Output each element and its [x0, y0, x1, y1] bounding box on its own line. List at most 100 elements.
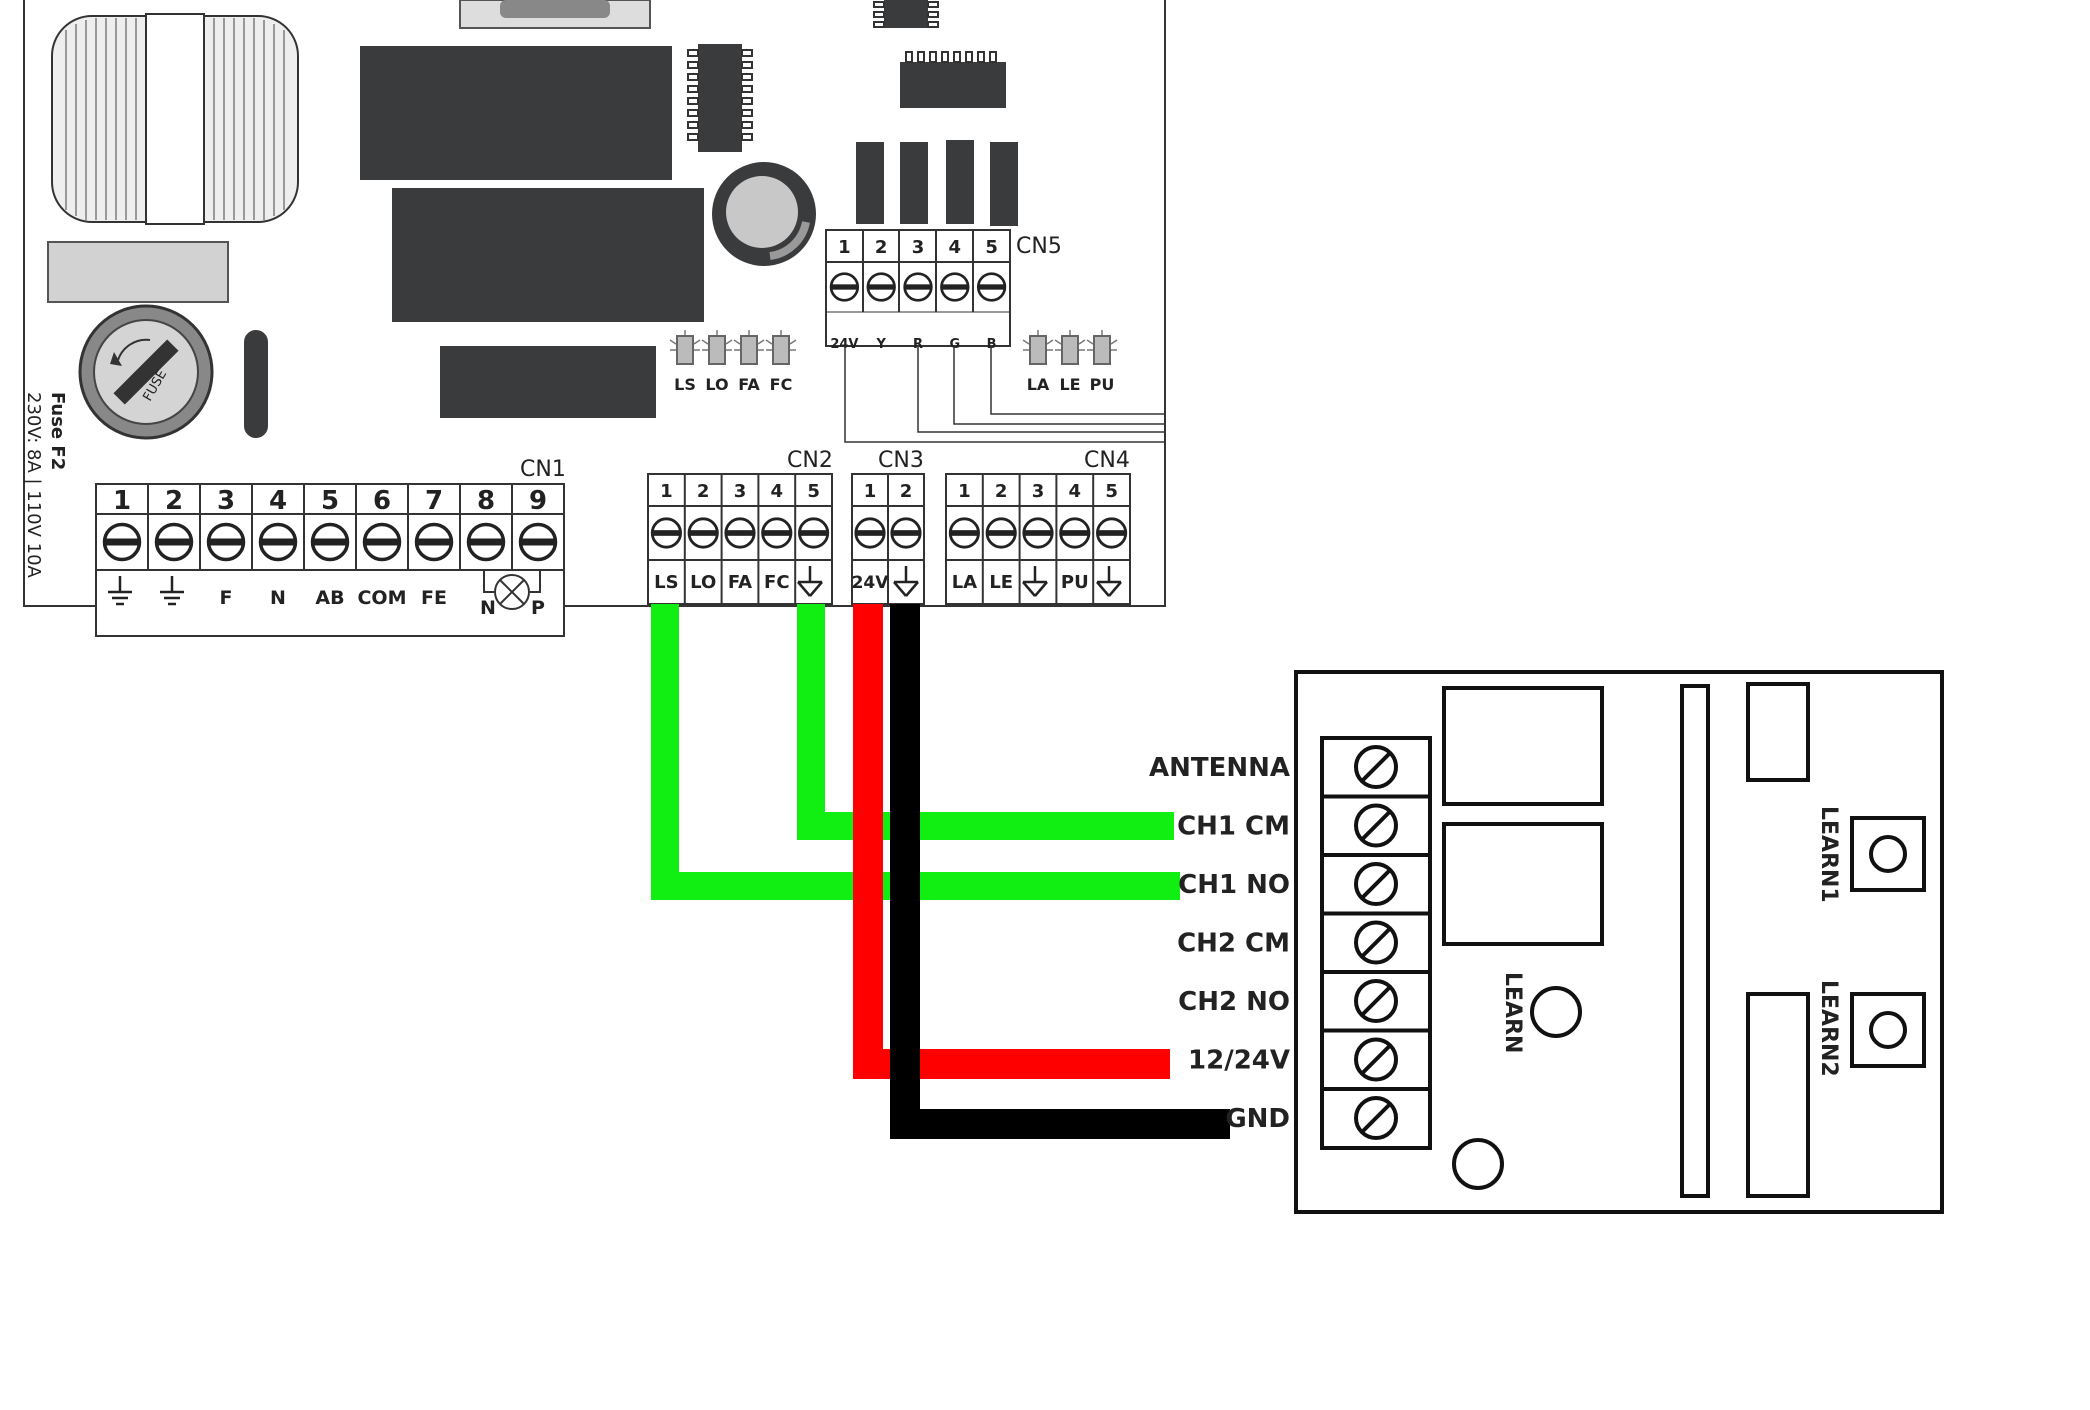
cn1-terminal-number: 6	[373, 486, 391, 516]
cn1-terminal-number: 7	[425, 486, 443, 516]
receiver-terminal-label: CH1 CM	[1177, 812, 1290, 842]
capacitor	[712, 162, 816, 266]
cn2-terminal-number: 2	[697, 481, 710, 502]
terminal-screw[interactable]	[940, 272, 970, 302]
wire-green-gnd-ch1cm	[797, 604, 1174, 840]
learn2-label: LEARN2	[1816, 980, 1841, 1077]
cn1-terminal-number: 3	[217, 486, 235, 516]
terminal-screw[interactable]	[310, 522, 350, 562]
led-label: FC	[770, 375, 793, 394]
terminal-screw[interactable]	[206, 522, 246, 562]
terminal-screw[interactable]	[829, 272, 860, 302]
receiver-terminal-screw[interactable]	[1354, 862, 1398, 906]
receiver-terminal-label: CH2 NO	[1178, 987, 1290, 1017]
pcb-edge-strip	[1680, 684, 1710, 1198]
component-top-right	[1746, 682, 1810, 782]
chip-vertical	[687, 44, 753, 152]
cn5-terminal-function: 24V	[830, 337, 858, 352]
cn2-terminal-function: FC	[764, 572, 790, 593]
transformer	[51, 13, 299, 225]
receiver-terminal-screw[interactable]	[1354, 1037, 1398, 1082]
wire-green-ls-ch1no	[651, 604, 1180, 900]
receiver-terminal-screw[interactable]	[1354, 979, 1398, 1023]
cn2-terminal-function: LO	[690, 572, 716, 593]
cn5-drivers	[856, 140, 1018, 226]
cn1-terminal-number: 9	[529, 486, 547, 516]
cn5-terminal-number: 5	[985, 237, 998, 258]
cn3-label: CN3	[878, 448, 924, 473]
cn1-terminal-number: 2	[165, 486, 183, 516]
cn4-terminal-function: PU	[1061, 572, 1089, 593]
fuse-name: Fuse F2	[47, 392, 68, 470]
cn1-terminal-function: P	[531, 597, 545, 619]
terminal-screw[interactable]	[798, 517, 830, 549]
led-label: FA	[738, 375, 760, 394]
receiver-terminal-screw[interactable]	[1354, 920, 1398, 965]
cn4-terminal-function: LA	[952, 572, 977, 593]
receiver-terminal-label: GND	[1225, 1104, 1290, 1134]
cn5-terminal-number: 2	[875, 237, 888, 258]
terminal-screw[interactable]	[154, 522, 194, 562]
terminal-screw[interactable]	[414, 522, 454, 562]
terminal-screw[interactable]	[976, 272, 1007, 302]
chip-horizontal	[900, 51, 1006, 108]
terminal-screw[interactable]	[650, 517, 682, 549]
cn2-terminal-number: 3	[734, 481, 747, 502]
terminal-screw[interactable]	[362, 522, 402, 562]
chip-small	[873, 0, 939, 28]
cn1-terminal-function: N	[480, 597, 496, 619]
cn5-terminal-number: 1	[838, 237, 851, 258]
cn1-terminal-function: F	[220, 587, 233, 609]
component-bottom-right	[1746, 992, 1810, 1198]
cn4-terminal-number: 5	[1105, 481, 1118, 502]
terminal-screw[interactable]	[866, 272, 896, 302]
terminal-screw[interactable]	[903, 272, 933, 302]
cn5-terminal-function: B	[987, 337, 997, 352]
control-board: FUSE Fuse F2 230V: 8A | 110V 10A	[23, 0, 1166, 637]
led-label: LS	[674, 375, 696, 394]
fuse-holder: FUSE	[78, 304, 214, 440]
learn-led	[1530, 986, 1582, 1038]
terminal-screw[interactable]	[985, 517, 1017, 549]
terminal-screw[interactable]	[687, 517, 719, 549]
terminal-screw[interactable]	[466, 522, 506, 562]
led-label: LA	[1027, 375, 1050, 394]
ic-block	[440, 346, 656, 418]
receiver-terminal-label: 12/24V	[1188, 1046, 1290, 1076]
terminal-screw[interactable]	[102, 522, 142, 562]
receiver-terminal-screw[interactable]	[1354, 745, 1398, 789]
cn5-label: CN5	[1016, 234, 1062, 259]
leds-left: LS LO FA FC	[669, 330, 797, 394]
led-label: LE	[1059, 375, 1080, 394]
terminal-screw[interactable]	[890, 517, 922, 549]
cn5-traces	[844, 346, 1165, 443]
learn1-button[interactable]	[1850, 816, 1926, 892]
gray-component	[47, 241, 229, 303]
terminal-screw[interactable]	[1059, 517, 1091, 549]
terminal-screw[interactable]	[854, 517, 886, 549]
terminal-screw[interactable]	[258, 522, 298, 562]
led-label: LO	[705, 375, 728, 394]
oval-component	[244, 330, 268, 438]
terminal-screw[interactable]	[761, 517, 793, 549]
receiver-terminal-screw[interactable]	[1354, 803, 1398, 848]
cn3-terminal-function: 24V	[852, 573, 890, 593]
cn1-terminal-number: 1	[113, 486, 131, 516]
learn-label: LEARN	[1500, 972, 1525, 1053]
cn4-terminal-function: LE	[989, 572, 1013, 593]
terminal-screw[interactable]	[724, 517, 756, 549]
learn2-button[interactable]	[1850, 992, 1926, 1068]
cn5-terminal-number: 3	[912, 237, 925, 258]
relay-ch1	[1442, 686, 1604, 806]
cn5-terminal-function: R	[913, 337, 923, 352]
terminal-screw[interactable]	[518, 522, 558, 562]
terminal-screw[interactable]	[1096, 517, 1128, 549]
receiver-terminal-screw[interactable]	[1354, 1096, 1398, 1140]
terminal-screw[interactable]	[948, 517, 980, 549]
terminal-screw[interactable]	[1022, 517, 1054, 549]
cn1-terminal-function: FE	[421, 587, 447, 609]
